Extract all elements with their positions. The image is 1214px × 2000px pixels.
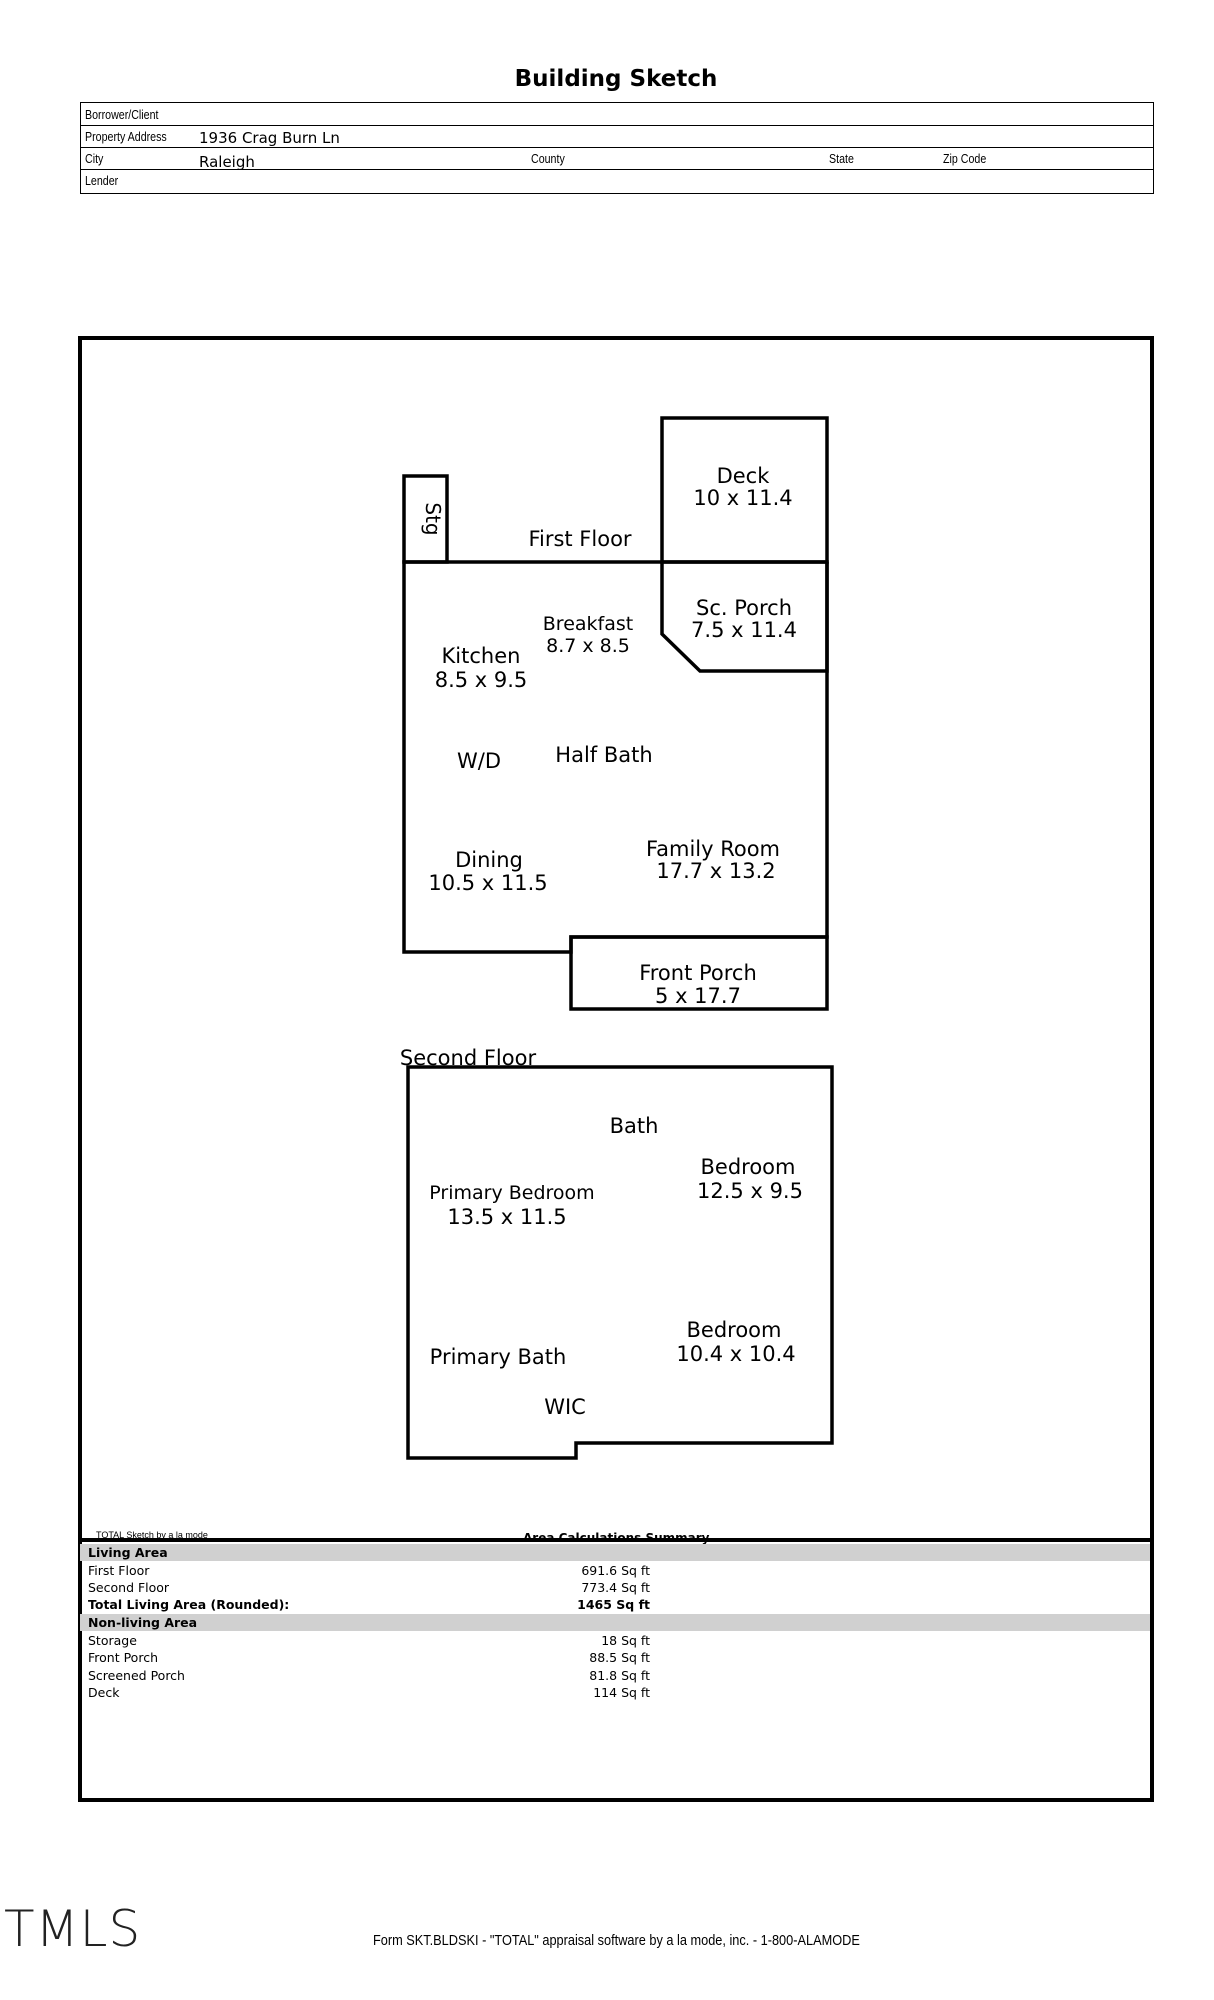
non-living-area-header: Non-living Area: [80, 1614, 1150, 1631]
first-floor-label: First Floor: [528, 527, 631, 551]
primary-bath-label: Primary Bath: [430, 1345, 567, 1369]
area-calculations-table: Living Area First Floor 691.6 Sq ft Seco…: [80, 1538, 1152, 1802]
zip-label: Zip Code: [943, 151, 987, 166]
deck-label: Deck: [717, 464, 771, 488]
bedroom-2-dimensions: 10.4 x 10.4: [676, 1342, 795, 1366]
second-floor-outline: [406, 1065, 834, 1460]
county-label: County: [531, 151, 565, 166]
storage-row: Storage 18 Sq ft: [88, 1633, 650, 1648]
tmls-logo: TMLS: [4, 1900, 142, 1958]
state-label: State: [829, 151, 854, 166]
borrower-row: Borrower/Client: [81, 103, 1153, 126]
walk-in-closet-label: WIC: [544, 1395, 586, 1419]
lender-label: Lender: [85, 173, 119, 188]
borrower-label: Borrower/Client: [85, 107, 159, 122]
city-value: Raleigh: [199, 153, 255, 171]
family-room-label: Family Room: [646, 837, 780, 861]
bedroom-2-label: Bedroom: [687, 1318, 782, 1342]
address-label: Property Address: [85, 129, 167, 144]
total-living-area-row: Total Living Area (Rounded): 1465 Sq ft: [88, 1597, 650, 1612]
screened-porch-label: Sc. Porch: [696, 596, 792, 620]
kitchen-label: Kitchen: [442, 644, 521, 668]
sketch-frame: [78, 336, 1154, 1802]
first-floor-row: First Floor 691.6 Sq ft: [88, 1563, 650, 1578]
primary-bedroom-dimensions: 13.5 x 11.5: [447, 1205, 566, 1229]
front-porch-dimensions: 5 x 17.7: [655, 984, 741, 1008]
family-room-dimensions: 17.7 x 13.2: [656, 859, 775, 883]
front-porch-row: Front Porch 88.5 Sq ft: [88, 1650, 650, 1665]
kitchen-dimensions: 8.5 x 9.5: [435, 668, 528, 692]
dining-label: Dining: [455, 848, 523, 872]
software-note: TOTAL Sketch by a la mode: [96, 1530, 208, 1540]
dining-dimensions: 10.5 x 11.5: [428, 871, 547, 895]
screened-porch-row: Screened Porch 81.8 Sq ft: [88, 1668, 650, 1683]
lender-row: Lender: [81, 169, 1153, 191]
half-bath-label: Half Bath: [555, 743, 652, 767]
storage-label: Stg: [421, 502, 445, 535]
primary-bedroom-label: Primary Bedroom: [429, 1182, 594, 1204]
document-title: Building Sketch: [514, 66, 718, 92]
property-header-table: Borrower/Client Property Address 1936 Cr…: [80, 102, 1154, 194]
bath-label: Bath: [610, 1114, 659, 1138]
bedroom-1-dimensions: 12.5 x 9.5: [697, 1179, 803, 1203]
city-row: City Raleigh County State Zip Code: [81, 147, 1153, 171]
second-floor-label: Second Floor: [400, 1046, 537, 1070]
bedroom-1-label: Bedroom: [701, 1155, 796, 1179]
breakfast-label: Breakfast: [543, 613, 633, 635]
deck-row: Deck 114 Sq ft: [88, 1685, 650, 1700]
second-floor-row: Second Floor 773.4 Sq ft: [88, 1580, 650, 1595]
front-porch-label: Front Porch: [639, 961, 757, 985]
washer-dryer-label: W/D: [457, 749, 501, 773]
screened-porch-dimensions: 7.5 x 11.4: [691, 618, 797, 642]
form-footer: Form SKT.BLDSKI - "TOTAL" appraisal soft…: [0, 1932, 1214, 1949]
deck-dimensions: 10 x 11.4: [693, 486, 792, 510]
footer-text: Form SKT.BLDSKI - "TOTAL" appraisal soft…: [372, 1932, 860, 1949]
address-row: Property Address 1936 Crag Burn Ln: [81, 125, 1153, 148]
front-porch-outline: [569, 935, 829, 1011]
address-value: 1936 Crag Burn Ln: [199, 129, 340, 147]
living-area-header: Living Area: [80, 1544, 1150, 1561]
breakfast-dimensions: 8.7 x 8.5: [546, 635, 630, 657]
city-label: City: [85, 151, 104, 166]
